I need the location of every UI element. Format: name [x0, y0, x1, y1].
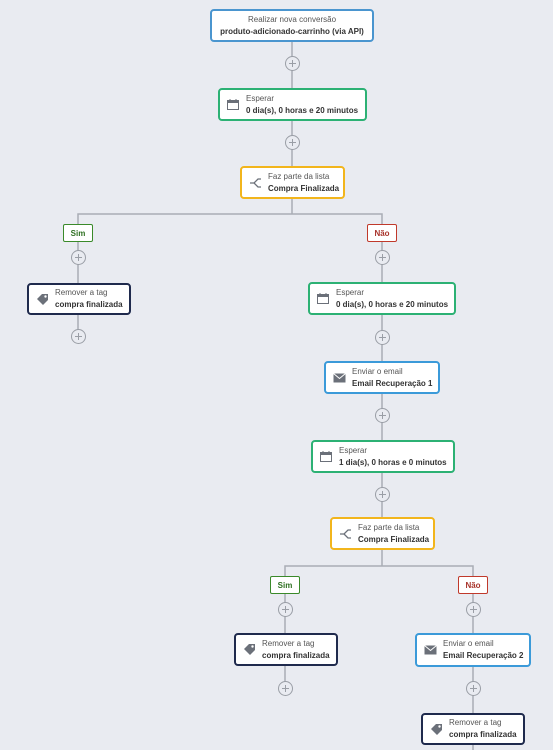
add-step-button[interactable] [71, 329, 86, 344]
calendar-icon [319, 451, 333, 462]
add-step-button[interactable] [278, 602, 293, 617]
tag-icon [242, 643, 256, 656]
add-step-button[interactable] [285, 56, 300, 71]
calendar-icon [226, 99, 240, 110]
tag-subtitle: compra finalizada [262, 650, 330, 660]
email-subtitle: Email Recuperação 1 [352, 378, 433, 388]
branch-no-badge: Não [458, 576, 488, 594]
wait-node[interactable]: Esperar 1 dia(s), 0 horas e 0 minutos [311, 440, 455, 473]
branch-icon [248, 177, 262, 189]
wait-subtitle: 0 dia(s), 0 horas e 20 minutos [246, 105, 359, 115]
condition-title: Faz parte da lista [268, 171, 330, 181]
email-title: Enviar o email [443, 639, 494, 648]
trigger-title: Realizar nova conversão [247, 14, 337, 24]
email-title: Enviar o email [352, 366, 403, 376]
tag-title: Remover a tag [449, 718, 502, 727]
tag-title: Remover a tag [55, 288, 108, 297]
wait-title: Esperar [339, 445, 368, 455]
email-subtitle: Email Recuperação 2 [443, 651, 524, 660]
branch-icon [338, 528, 352, 540]
tag-icon [429, 723, 443, 736]
send-email-node[interactable]: Enviar o email Email Recuperação 1 [324, 361, 440, 394]
tag-title: Remover a tag [262, 638, 315, 648]
tag-subtitle: compra finalizada [55, 300, 123, 309]
add-step-button[interactable] [466, 602, 481, 617]
wait-title: Esperar [246, 93, 275, 103]
wait-node[interactable]: Esperar 0 dia(s), 0 horas e 20 minutos [218, 88, 367, 121]
branch-yes-badge: Sim [270, 576, 300, 594]
calendar-icon [316, 293, 330, 304]
condition-subtitle: Compra Finalizada [268, 183, 340, 193]
tag-icon [35, 293, 49, 306]
send-email-node[interactable]: Enviar o email Email Recuperação 2 [415, 633, 531, 667]
remove-tag-node[interactable]: Remover a tag compra finalizada [234, 633, 338, 666]
add-step-button[interactable] [278, 681, 293, 696]
trigger-subtitle: produto-adicionado-carrinho (via API) [220, 26, 364, 36]
envelope-icon [332, 372, 346, 383]
wait-node[interactable]: Esperar 0 dia(s), 0 horas e 20 minutos [308, 282, 456, 315]
condition-node[interactable]: Faz parte da lista Compra Finalizada [240, 166, 345, 199]
add-step-button[interactable] [375, 330, 390, 345]
wait-title: Esperar [336, 287, 365, 297]
condition-subtitle: Compra Finalizada [358, 534, 430, 544]
tag-subtitle: compra finalizada [449, 730, 517, 739]
wait-subtitle: 1 dia(s), 0 horas e 0 minutos [339, 457, 447, 467]
add-step-button[interactable] [375, 250, 390, 265]
branch-yes-badge: Sim [63, 224, 93, 242]
branch-no-badge: Não [367, 224, 397, 242]
wait-subtitle: 0 dia(s), 0 horas e 20 minutos [336, 299, 449, 309]
condition-title: Faz parte da lista [358, 522, 420, 532]
trigger-node[interactable]: Realizar nova conversão produto-adiciona… [210, 9, 374, 42]
add-step-button[interactable] [285, 135, 300, 150]
remove-tag-node[interactable]: Remover a tag compra finalizada [421, 713, 525, 745]
add-step-button[interactable] [71, 250, 86, 265]
condition-node[interactable]: Faz parte da lista Compra Finalizada [330, 517, 435, 550]
add-step-button[interactable] [375, 408, 390, 423]
add-step-button[interactable] [466, 681, 481, 696]
envelope-icon [423, 645, 437, 655]
add-step-button[interactable] [375, 487, 390, 502]
remove-tag-node[interactable]: Remover a tag compra finalizada [27, 283, 131, 315]
